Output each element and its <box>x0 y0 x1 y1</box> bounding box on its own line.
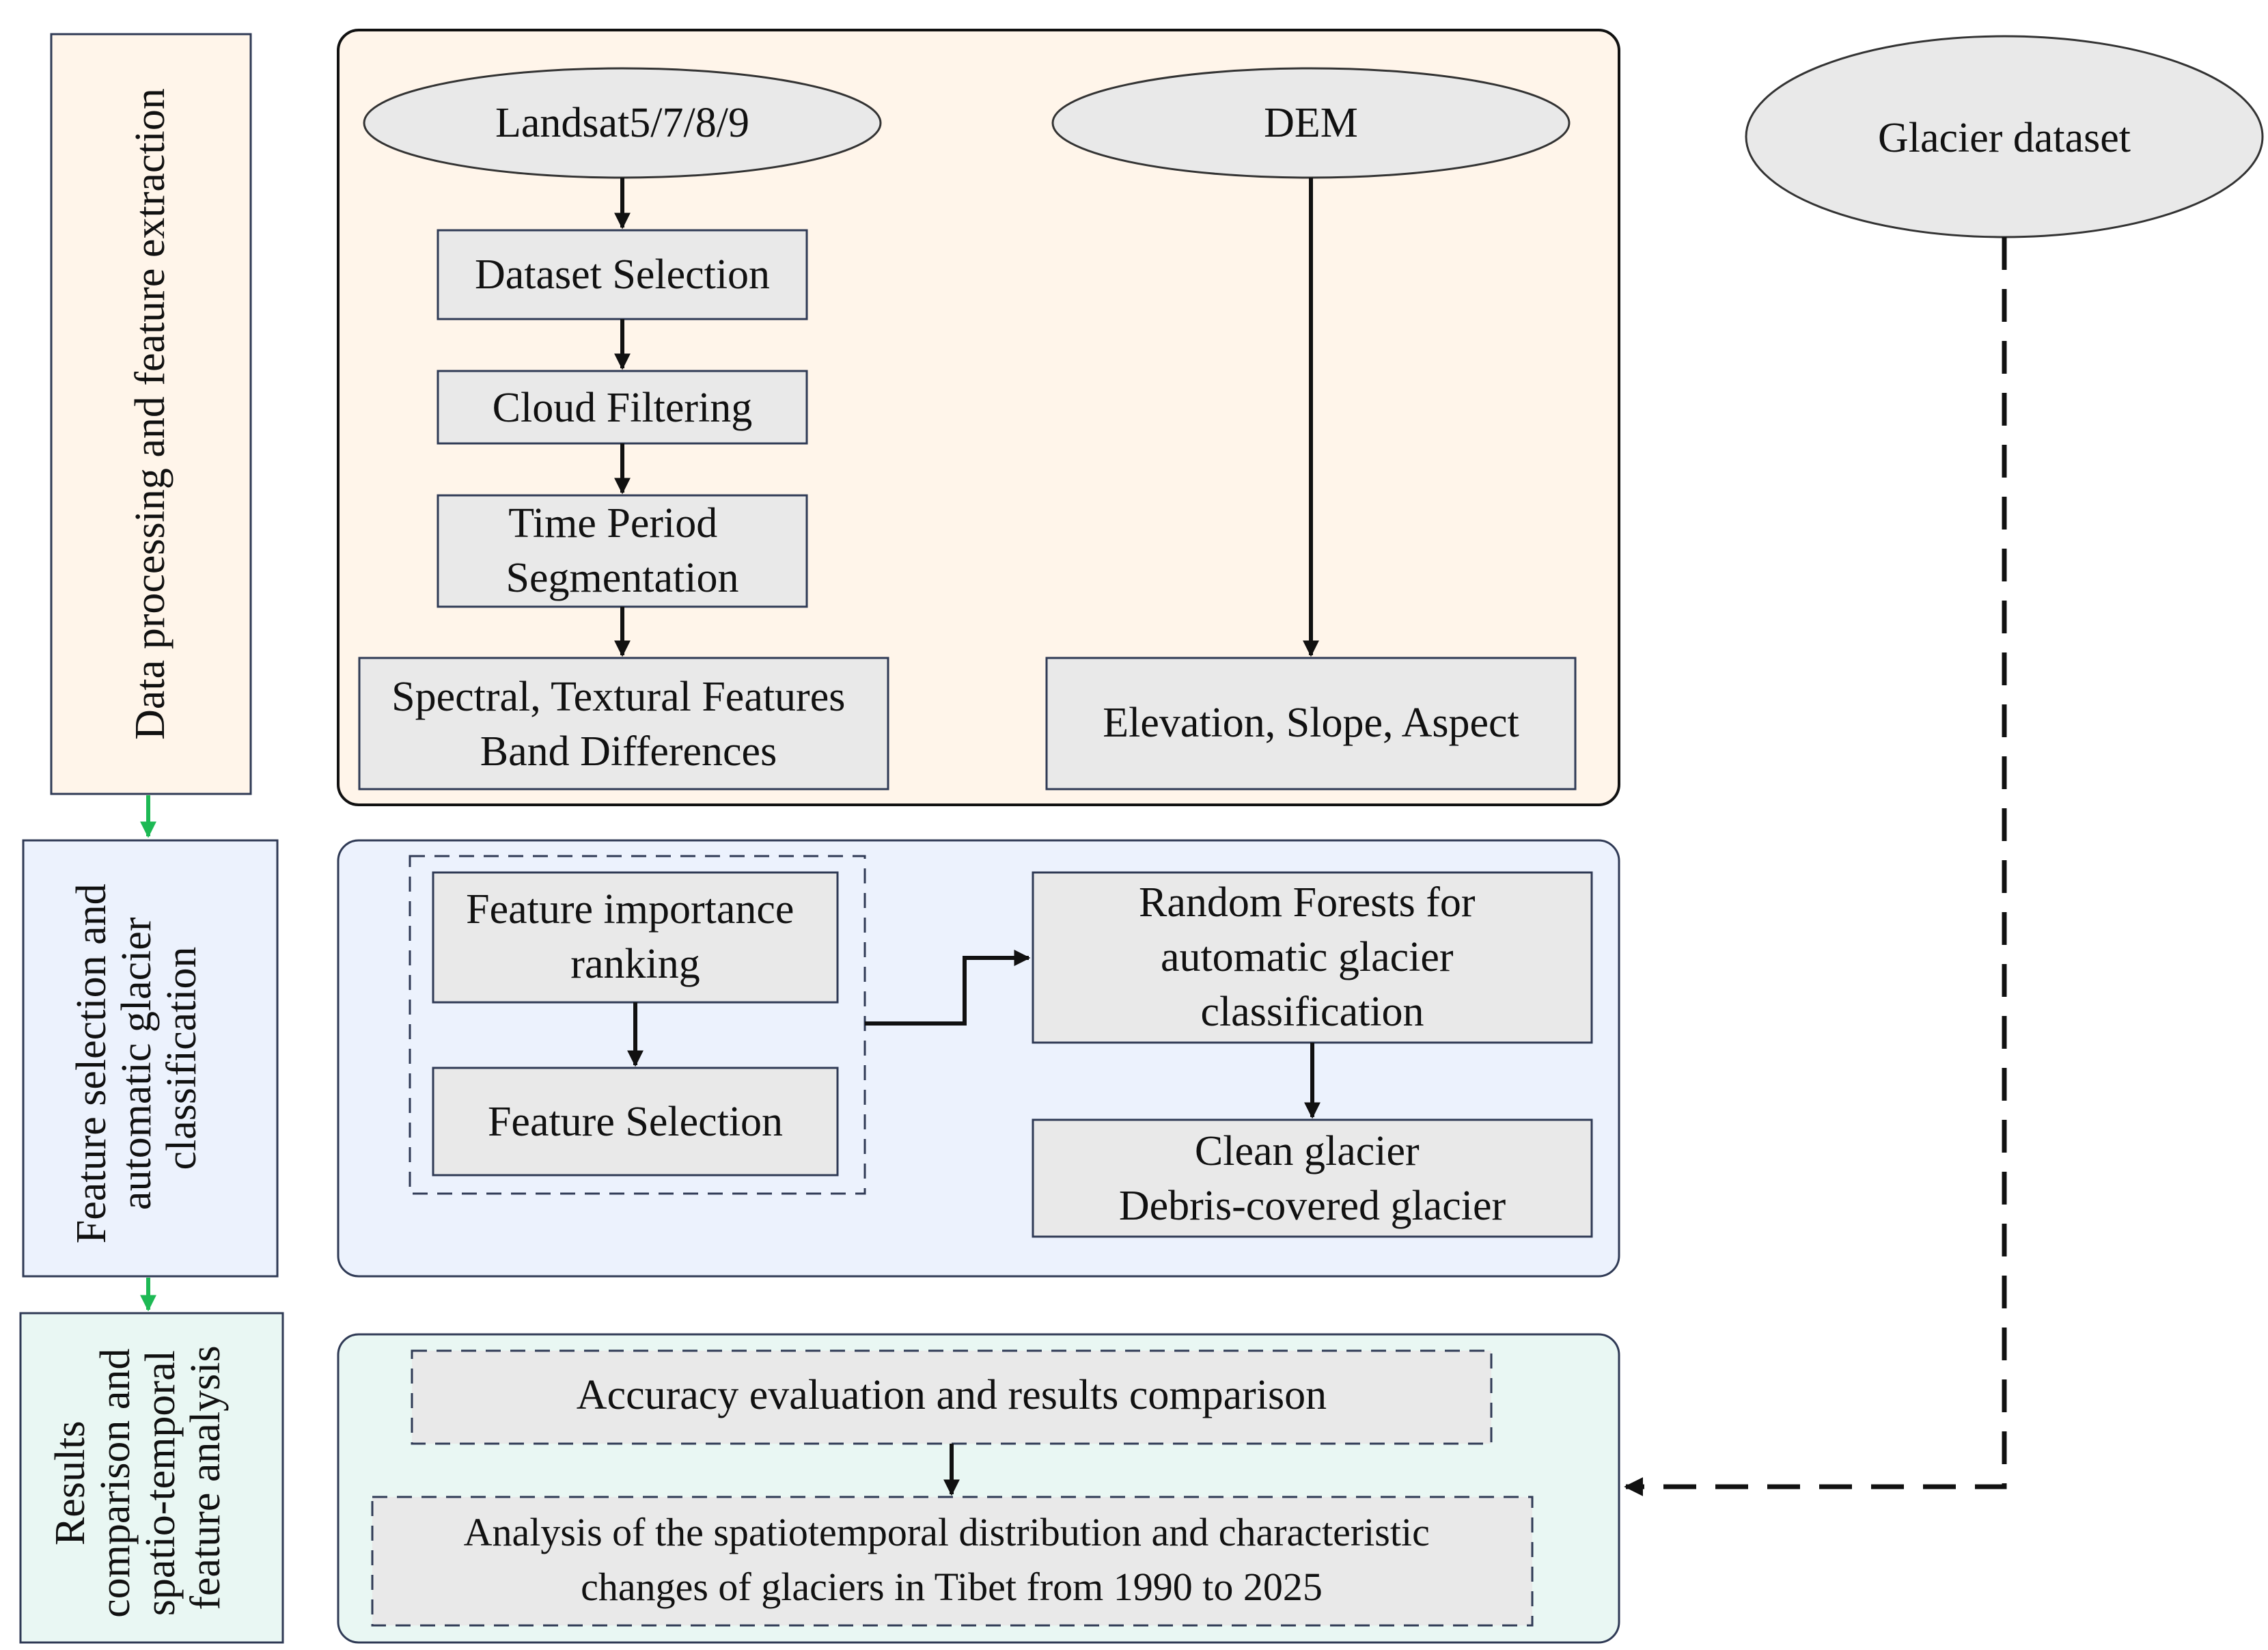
feature-selection-node <box>432 1067 839 1177</box>
arrow-selection-to-randomforest <box>865 950 1031 1026</box>
time-period-label: Time Period Segmentation <box>506 500 739 601</box>
svg-text:Results comparison and: Results comparison and spatio-temporal f… <box>47 1338 229 1618</box>
spectral-features-line2: Band Differences <box>480 728 777 775</box>
dem-label: DEM <box>1264 100 1358 146</box>
spectral-features-label: Spectral, Textural Features Band Differe… <box>391 674 856 775</box>
cloud-filtering-node <box>437 370 808 445</box>
section-feature-selection-line3: classification <box>158 946 205 1170</box>
terrain-label: Elevation, Slope, Aspect <box>1103 700 1519 746</box>
glacier-types-line2: Debris-covered glacier <box>1119 1183 1506 1229</box>
feature-importance-line1: Feature importance <box>466 886 794 933</box>
accuracy-label: Accuracy evaluation and results comparis… <box>577 1372 1327 1418</box>
feature-importance-label: Feature importance ranking <box>466 886 805 987</box>
section-feature-selection-line2: automatic glacier <box>113 917 160 1210</box>
section-data-processing-label: Data processing and feature extraction <box>127 88 174 740</box>
feature-importance-line2: ranking <box>570 941 700 987</box>
section-results-line4: feature analysis <box>182 1345 229 1610</box>
section-feature-selection: Feature selection and automatic glacier … <box>22 839 279 1278</box>
terrain-node <box>1045 657 1577 790</box>
analysis-line1: Analysis of the spatiotemporal distribut… <box>464 1510 1430 1554</box>
spectral-features-node <box>358 657 889 790</box>
glacier-types-line1: Clean glacier <box>1195 1128 1420 1174</box>
glacier-dataset-label: Glacier dataset <box>1878 115 2131 161</box>
glacier-types-label: Clean glacier Debris-covered glacier <box>1119 1128 1506 1229</box>
spectral-features-line1: Spectral, Textural Features <box>391 674 845 720</box>
random-forest-line3: classification <box>1200 989 1424 1035</box>
time-period-node <box>437 494 808 608</box>
dataset-selection-node <box>437 229 808 320</box>
dataset-selection-label: Dataset Selection <box>475 251 770 298</box>
panel-data-processing <box>337 29 1620 806</box>
random-forest-line2: automatic glacier <box>1161 934 1454 980</box>
landsat-label: Landsat5/7/8/9 <box>495 100 749 146</box>
section-results-line2: comparison and <box>92 1349 139 1618</box>
analysis-node <box>371 1496 1534 1627</box>
random-forest-node <box>1032 871 1593 1044</box>
svg-text:Feature selection and au: Feature selection and automatic glacier … <box>68 873 205 1243</box>
accuracy-node <box>411 1349 1493 1445</box>
cloud-filtering-label: Cloud Filtering <box>493 385 753 431</box>
section-results-line1: Results <box>47 1420 94 1545</box>
section-feature-selection-line1: Feature selection and <box>68 883 115 1243</box>
time-period-line2: Segmentation <box>506 555 739 601</box>
analysis-label: Analysis of the spatiotemporal distribut… <box>464 1510 1440 1609</box>
section-results-line3: spatio-temporal <box>137 1350 184 1616</box>
section-results: Results comparison and spatio-temporal f… <box>19 1312 284 1644</box>
feature-selection-label: Feature Selection <box>488 1099 783 1145</box>
arrow-glacier-dataset-to-results <box>1624 237 2007 1496</box>
analysis-line2: changes of glaciers in Tibet from 1990 t… <box>581 1565 1323 1609</box>
time-period-line1: Time Period <box>508 500 717 547</box>
random-forest-line1: Random Forests for <box>1139 879 1476 926</box>
feature-importance-node <box>432 871 839 1004</box>
section-data-processing: Data processing and feature extraction <box>50 33 252 795</box>
glacier-types-node <box>1032 1118 1593 1238</box>
random-forest-label: Random Forests for automatic glacier cla… <box>1139 879 1486 1035</box>
